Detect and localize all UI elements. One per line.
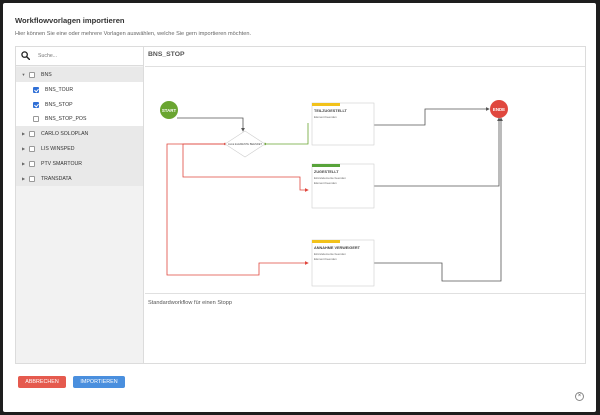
node-item: Element beenden bbox=[314, 257, 337, 261]
workflow-node-zugestellt[interactable]: ZUGESTELLT Einzelelemente beenden Elemen… bbox=[311, 163, 375, 209]
import-button[interactable]: IMPORTIEREN bbox=[73, 376, 125, 388]
workflow-title: BNS_STOP bbox=[148, 51, 185, 58]
tree-checkbox-transdata[interactable] bbox=[29, 175, 35, 182]
tree-group-transdata[interactable]: ▶ TRANSDATA bbox=[16, 171, 143, 186]
divider bbox=[145, 293, 585, 294]
connector-teilzugestellt-to-ende bbox=[374, 107, 490, 126]
caret-down-icon[interactable]: ▼ bbox=[21, 72, 26, 77]
dialog-title: Workflowvorlagen importieren bbox=[15, 16, 125, 25]
tree-checkbox-bns-stop[interactable] bbox=[33, 101, 39, 108]
node-title: TEILZUGESTELLT bbox=[314, 109, 348, 113]
tree-checkbox-lis-winsped[interactable] bbox=[29, 145, 35, 152]
search-icon[interactable] bbox=[21, 51, 30, 60]
decision-label: ALLE ELEMENTE BEENDET bbox=[228, 142, 262, 146]
connector-decision-to-teilzugestellt bbox=[265, 123, 309, 145]
node-item: Element beenden bbox=[314, 181, 337, 185]
tree-checkbox-bns-stop-pos[interactable] bbox=[33, 115, 39, 122]
tree-label-carlo-soloplan: CARLO SOLOPLAN bbox=[41, 130, 89, 137]
workflow-preview-pane: BNS_STOP bbox=[145, 47, 585, 363]
tree-label-transdata: TRANSDATA bbox=[41, 175, 72, 182]
workflow-node-teilzugestellt[interactable]: TEILZUGESTELLT Element beenden bbox=[311, 102, 375, 146]
connector-zugestellt-to-ende bbox=[374, 117, 501, 187]
caret-right-icon[interactable]: ▶ bbox=[21, 131, 26, 136]
tree-label-ptv-smartour: PTV SMARTOUR bbox=[41, 160, 83, 167]
tree-label-bns-stop: BNS_STOP bbox=[45, 101, 73, 108]
decision-node[interactable]: ALLE ELEMENTE BEENDET bbox=[224, 130, 266, 158]
template-panel: ▼ BNS BNS_TOUR BNS_STOP BNS_STOP_POS ▶ C… bbox=[15, 46, 586, 364]
dialog-subtitle: Hier können Sie eine oder mehrere Vorlag… bbox=[15, 31, 252, 37]
node-title: ZUGESTELLT bbox=[314, 170, 339, 174]
tree-checkbox-ptv-smartour[interactable] bbox=[29, 160, 35, 167]
node-item: Einzelelemente beenden bbox=[314, 176, 346, 180]
tree-item-bns-stop-pos[interactable]: BNS_STOP_POS bbox=[16, 111, 143, 126]
divider bbox=[145, 66, 585, 67]
cancel-button[interactable]: ABBRECHEN bbox=[18, 376, 66, 388]
start-label: START bbox=[162, 108, 177, 113]
tree-checkbox-bns-tour[interactable] bbox=[33, 86, 39, 93]
import-dialog: Workflowvorlagen importieren Hier können… bbox=[3, 3, 596, 412]
workflow-node-annahme-verweigert[interactable]: ANNAHME VERWEIGERT Einzelelemente beende… bbox=[311, 239, 375, 287]
tree-group-bns[interactable]: ▼ BNS bbox=[16, 67, 143, 82]
tree-group-lis-winsped[interactable]: ▶ LIS WINSPED bbox=[16, 141, 143, 156]
tree-label-bns-stop-pos: BNS_STOP_POS bbox=[45, 115, 87, 122]
close-icon[interactable]: × bbox=[575, 392, 584, 401]
caret-right-icon[interactable]: ▶ bbox=[21, 146, 26, 151]
caret-right-icon[interactable]: ▶ bbox=[21, 161, 26, 166]
tree-label-bns-tour: BNS_TOUR bbox=[45, 86, 74, 93]
workflow-diagram: START ALLE ELEMENTE BEENDET TEILZUGESTEL… bbox=[160, 100, 508, 287]
tree-checkbox-bns[interactable] bbox=[29, 71, 35, 78]
tree-item-bns-tour[interactable]: BNS_TOUR bbox=[16, 82, 143, 97]
workflow-description: Standardworkflow für einen Stopp bbox=[148, 300, 232, 306]
connector-verweigert-to-ende bbox=[374, 117, 503, 282]
template-tree-pane: ▼ BNS BNS_TOUR BNS_STOP BNS_STOP_POS ▶ C… bbox=[16, 47, 144, 363]
node-item: Einzelelemente beenden bbox=[314, 252, 346, 256]
end-label: ENDE bbox=[493, 107, 505, 112]
search-bar bbox=[16, 47, 143, 66]
start-node[interactable]: START bbox=[160, 101, 178, 119]
tree-checkbox-carlo-soloplan[interactable] bbox=[29, 130, 35, 137]
tree-label-lis-winsped: LIS WINSPED bbox=[41, 145, 75, 152]
end-node[interactable]: ENDE bbox=[490, 100, 508, 118]
tree-group-carlo-soloplan[interactable]: ▶ CARLO SOLOPLAN bbox=[16, 126, 143, 141]
node-item: Element beenden bbox=[314, 115, 337, 119]
connector-start-to-decision bbox=[177, 117, 245, 132]
tree-label-bns: BNS bbox=[41, 71, 52, 78]
tree-group-ptv-smartour[interactable]: ▶ PTV SMARTOUR bbox=[16, 156, 143, 171]
search-input[interactable] bbox=[38, 50, 138, 62]
node-title: ANNAHME VERWEIGERT bbox=[314, 246, 361, 250]
caret-right-icon[interactable]: ▶ bbox=[21, 176, 26, 181]
connector-decision-to-verweigert bbox=[166, 143, 309, 276]
tree-item-bns-stop[interactable]: BNS_STOP bbox=[16, 97, 143, 112]
